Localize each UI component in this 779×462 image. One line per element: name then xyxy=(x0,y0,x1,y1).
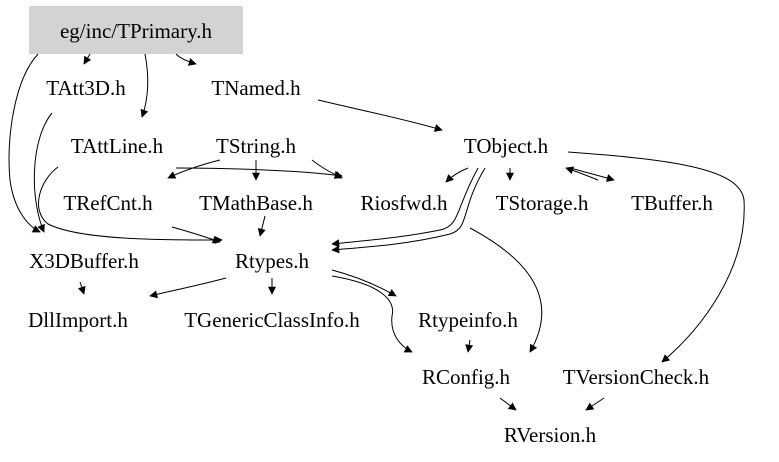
edge-tprimary-tnamed xyxy=(175,53,197,66)
node-tstring[interactable]: TString.h xyxy=(216,134,296,158)
node-tatt3d[interactable]: TAtt3D.h xyxy=(46,76,126,100)
edge-tbuffer-tobject xyxy=(565,166,599,181)
edge-x3dbuffer-dllimport xyxy=(77,281,86,295)
edge-tstring-trefcnt xyxy=(167,159,221,179)
node-tmathbase[interactable]: TMathBase.h xyxy=(199,191,313,215)
edge-tversioncheck-rversion xyxy=(585,397,605,411)
node-tbuffer[interactable]: TBuffer.h xyxy=(631,191,713,215)
node-tnamed[interactable]: TNamed.h xyxy=(211,76,301,100)
edge-rtypes-rtypeinfo xyxy=(331,269,397,297)
node-x3dbuffer[interactable]: X3DBuffer.h xyxy=(29,249,139,273)
node-tprimary[interactable]: eg/inc/TPrimary.h xyxy=(60,19,213,43)
edge-tprimary-tattline xyxy=(140,53,149,118)
node-tobject[interactable]: TObject.h xyxy=(464,134,549,158)
edge-tobject-rtypes xyxy=(331,167,486,254)
edge-tobject-tbuffer xyxy=(569,167,615,182)
edge-tattline-rtypes xyxy=(38,166,223,244)
edge-trefcnt-rtypes xyxy=(171,226,221,244)
node-tversioncheck[interactable]: TVersionCheck.h xyxy=(563,365,710,389)
node-tstorage[interactable]: TStorage.h xyxy=(496,191,589,215)
edge-tobject-rconfig xyxy=(469,227,543,353)
edges xyxy=(8,53,745,411)
edge-tatt3d-x3dbuffer xyxy=(33,112,53,233)
edge-rconfig-rversion xyxy=(499,397,517,411)
node-trefcnt[interactable]: TRefCnt.h xyxy=(63,191,153,215)
edge-tprimary-tatt3d xyxy=(83,53,92,65)
node-rconfig[interactable]: RConfig.h xyxy=(422,365,511,389)
edge-tobject-tversioncheck xyxy=(567,151,745,363)
node-riosfwd[interactable]: Riosfwd.h xyxy=(361,191,448,215)
edge-tmathbase-rtypes xyxy=(257,215,266,237)
edge-tnamed-tobject xyxy=(317,99,443,132)
node-tgenericclassinfo[interactable]: TGenericClassInfo.h xyxy=(184,308,360,332)
root-node-box xyxy=(29,6,243,54)
node-tattline[interactable]: TAttLine.h xyxy=(71,134,164,158)
edge-rtypeinfo-rconfig xyxy=(465,339,474,353)
node-rversion[interactable]: RVersion.h xyxy=(504,423,597,447)
node-rtypeinfo[interactable]: Rtypeinfo.h xyxy=(418,308,518,332)
edge-tobject-riosfwd xyxy=(445,167,469,183)
edge-rtypes-dllimport xyxy=(149,277,227,299)
node-dllimport[interactable]: DllImport.h xyxy=(28,308,128,332)
edge-tattline-riosfwd xyxy=(175,167,343,179)
edge-rtypes-rconfig xyxy=(331,275,413,353)
edge-tprimary-x3dbuffer xyxy=(8,53,41,233)
nodes: eg/inc/TPrimary.h TAtt3D.h TNamed.h TAtt… xyxy=(28,19,713,447)
node-rtypes[interactable]: Rtypes.h xyxy=(235,249,310,273)
edge-tobject-rtypes-2 xyxy=(331,167,479,248)
